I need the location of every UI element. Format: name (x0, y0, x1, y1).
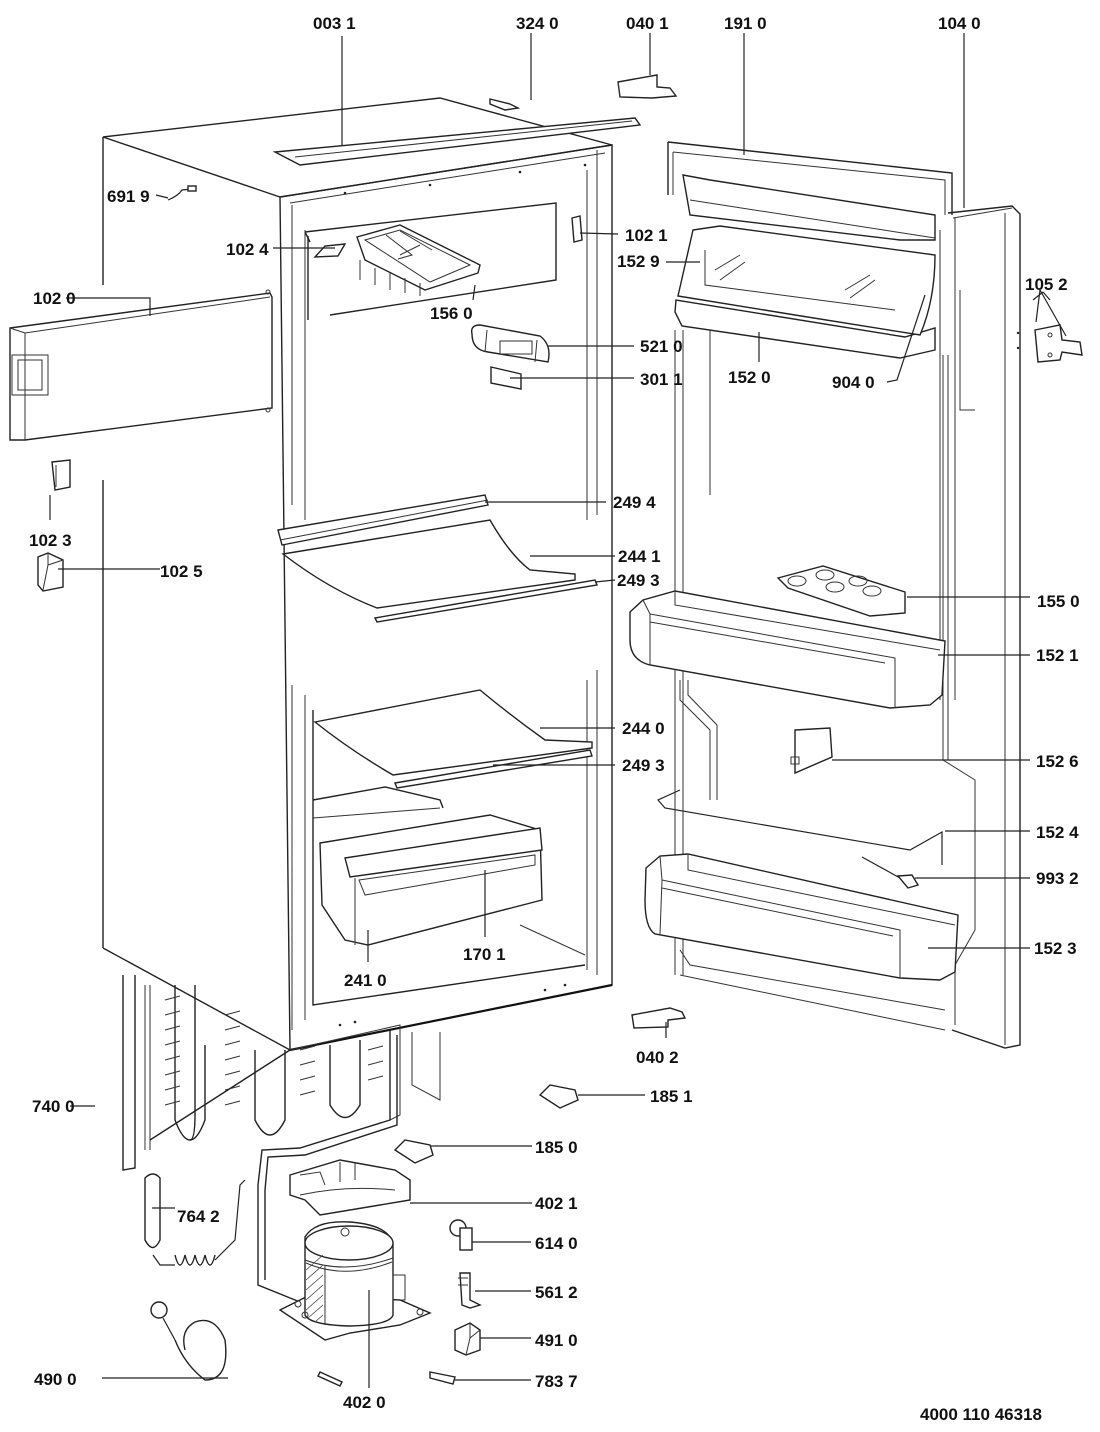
label-155-0: 155 0 (1037, 592, 1080, 611)
part-102-5-cover (37, 552, 64, 592)
label-614-0: 614 0 (535, 1234, 578, 1253)
part-241-0-crisper-drawer (319, 814, 543, 946)
label-521-0: 521 0 (640, 337, 683, 356)
part-614-0-relay (449, 1219, 473, 1251)
label-040-2: 040 2 (636, 1048, 679, 1067)
part-102-0-freezer-door (9, 289, 273, 441)
part-993-2-cable (861, 856, 920, 889)
label-740-0: 740 0 (32, 1097, 75, 1116)
part-402-1-compressor-bracket (289, 1159, 411, 1216)
part-249-4-shelf-trim (277, 494, 489, 546)
part-691-9-sensor (167, 188, 193, 201)
label-904-0: 904 0 (832, 373, 875, 392)
part-301-1-label-plate (490, 366, 522, 390)
label-152-9: 152 9 (617, 252, 660, 271)
part-155-0-egg-tray (776, 565, 906, 617)
part-185-1-clip (538, 1084, 579, 1109)
label-170-1: 170 1 (463, 945, 506, 964)
label-783-7: 783 7 (535, 1372, 578, 1391)
label-191-0: 191 0 (724, 14, 767, 33)
part-249-3-shelf-trim-b (394, 749, 593, 789)
part-191-0-door-gasket (667, 141, 975, 411)
label-491-0: 491 0 (535, 1331, 578, 1350)
part-324-0-clip (489, 98, 521, 111)
part-402-0-compressor (278, 1221, 432, 1341)
label-185-0: 185 0 (535, 1138, 578, 1157)
part-105-2-door-hinge (1016, 324, 1083, 363)
part-152-0-dairy-compartment (674, 174, 936, 359)
part-156-0-ice-tray (356, 224, 481, 296)
label-241-0: 241 0 (344, 971, 387, 990)
part-185-0-clip (393, 1139, 434, 1164)
label-490-0: 490 0 (34, 1370, 77, 1389)
part-244-0-glass-shelf (313, 689, 593, 776)
part-003-1-top-strip (272, 117, 642, 166)
label-102-1: 102 1 (625, 226, 668, 245)
part-102-3-hinge-cover (51, 459, 71, 491)
part-764-2-filter-dryer (144, 1173, 246, 1266)
part-104-0-door (939, 205, 1021, 1049)
label-104-0: 104 0 (938, 14, 981, 33)
leader-lines (49, 33, 1067, 1388)
cabinet-body (102, 97, 613, 1052)
label-402-1: 402 1 (535, 1194, 578, 1213)
part-152-1-door-bin (629, 590, 946, 709)
label-156-0: 156 0 (430, 304, 473, 323)
label-102-4: 102 4 (226, 240, 269, 259)
label-102-5: 102 5 (160, 562, 203, 581)
part-152-6-bin-divider (790, 727, 833, 775)
label-301-1: 301 1 (640, 370, 683, 389)
label-003-1: 003 1 (313, 14, 356, 33)
label-152-0: 152 0 (728, 368, 771, 387)
label-152-4: 152 4 (1036, 823, 1079, 842)
label-152-6: 152 6 (1036, 752, 1079, 771)
label-249-3-a: 249 3 (617, 571, 660, 590)
label-152-3: 152 3 (1034, 939, 1077, 958)
part-491-0-terminal-cover (454, 1322, 481, 1356)
label-244-0: 244 0 (622, 719, 665, 738)
part-249-3-shelf-trim-a (373, 579, 598, 623)
label-105-2: 105 2 (1025, 275, 1068, 294)
part-labels: 003 1 324 0 040 1 191 0 104 0 691 9 102 … (29, 14, 1080, 1424)
label-102-3: 102 3 (29, 531, 72, 550)
label-402-0: 402 0 (343, 1393, 386, 1412)
part-152-3-door-bin (644, 853, 959, 981)
label-040-1: 040 1 (626, 14, 669, 33)
label-102-0: 102 0 (33, 289, 76, 308)
part-040-1-hinge (617, 74, 678, 99)
part-040-2-hinge (631, 1007, 687, 1029)
label-249-4: 249 4 (613, 493, 656, 512)
part-521-0-thermostat-housing (470, 324, 550, 363)
label-764-2: 764 2 (177, 1207, 220, 1226)
label-249-3-b: 249 3 (622, 756, 665, 775)
part-490-0-power-cord (150, 1301, 227, 1381)
part-561-2-klixon (458, 1272, 482, 1309)
label-244-1: 244 1 (618, 547, 661, 566)
label-152-1: 152 1 (1036, 646, 1079, 665)
part-102-4-bracket (313, 243, 347, 258)
part-783-7-pin (317, 1371, 456, 1387)
label-691-9: 691 9 (107, 187, 150, 206)
part-152-4-door-rail (657, 789, 943, 865)
part-740-0-condenser (122, 975, 441, 1303)
document-number: 4000 110 46318 (920, 1405, 1042, 1424)
label-993-2: 993 2 (1036, 869, 1079, 888)
label-185-1: 185 1 (650, 1087, 693, 1106)
part-102-1-bracket (571, 215, 583, 243)
label-561-2: 561 2 (535, 1283, 578, 1302)
label-324-0: 324 0 (516, 14, 559, 33)
part-244-1-glass-shelf (281, 519, 576, 609)
